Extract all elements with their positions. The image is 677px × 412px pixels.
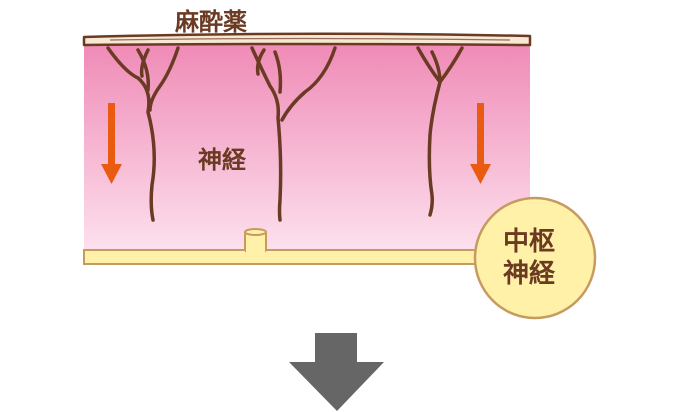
- tissue-layer: [84, 42, 530, 252]
- central-nerve-label: 中枢 神経: [474, 226, 584, 290]
- anesthetic-layer: [82, 32, 532, 47]
- down-arrow-gray-icon: [289, 333, 384, 411]
- main-nerve: [83, 249, 501, 265]
- central-nerve-circle: [473, 196, 597, 320]
- nerve-fibers: [106, 46, 464, 222]
- down-arrow-orange-icon: [470, 103, 491, 184]
- nerve-fiber-left: [106, 46, 156, 222]
- nerve-fiber-middle: [250, 46, 283, 222]
- nerve-label: 神経: [198, 146, 246, 174]
- down-arrow-orange-icon: [101, 103, 122, 184]
- central-nerve-label-line2: 神経: [502, 259, 555, 289]
- nerve-fiber-right: [416, 46, 442, 217]
- central-nerve-label-line1: 中枢: [502, 227, 555, 257]
- anesthetic-label: 麻酔薬: [175, 8, 247, 36]
